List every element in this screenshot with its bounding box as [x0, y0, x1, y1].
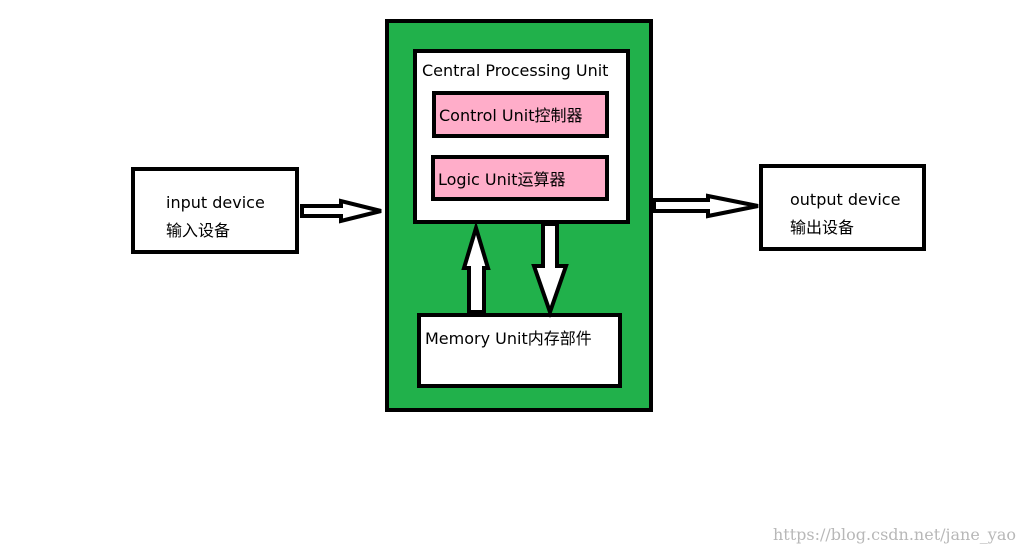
control-unit-box	[432, 91, 609, 138]
input-device-box: input device 输入设备	[131, 167, 299, 254]
cpu-to-memory-arrow	[531, 222, 569, 319]
input-arrow	[300, 198, 382, 224]
output-device-box: output device 输出设备	[759, 164, 926, 251]
cpu-box: Central Processing Unit Control Unit控制器 …	[413, 49, 630, 224]
output-device-label: output device	[790, 190, 900, 209]
memory-unit-box: Memory Unit内存部件	[417, 313, 622, 388]
cpu-title: Central Processing Unit	[422, 61, 608, 80]
output-arrow	[652, 193, 759, 219]
logic-unit-box	[431, 155, 609, 201]
watermark-text: https://blog.csdn.net/jane_yao	[773, 525, 1016, 544]
input-device-label-cn: 输入设备	[166, 221, 230, 240]
control-unit-label: Control Unit控制器	[439, 106, 583, 125]
memory-to-cpu-arrow	[461, 221, 491, 314]
output-device-label-cn: 输出设备	[790, 218, 854, 237]
input-device-label: input device	[166, 193, 265, 212]
memory-unit-label: Memory Unit内存部件	[425, 329, 592, 348]
logic-unit-label: Logic Unit运算器	[438, 170, 565, 189]
